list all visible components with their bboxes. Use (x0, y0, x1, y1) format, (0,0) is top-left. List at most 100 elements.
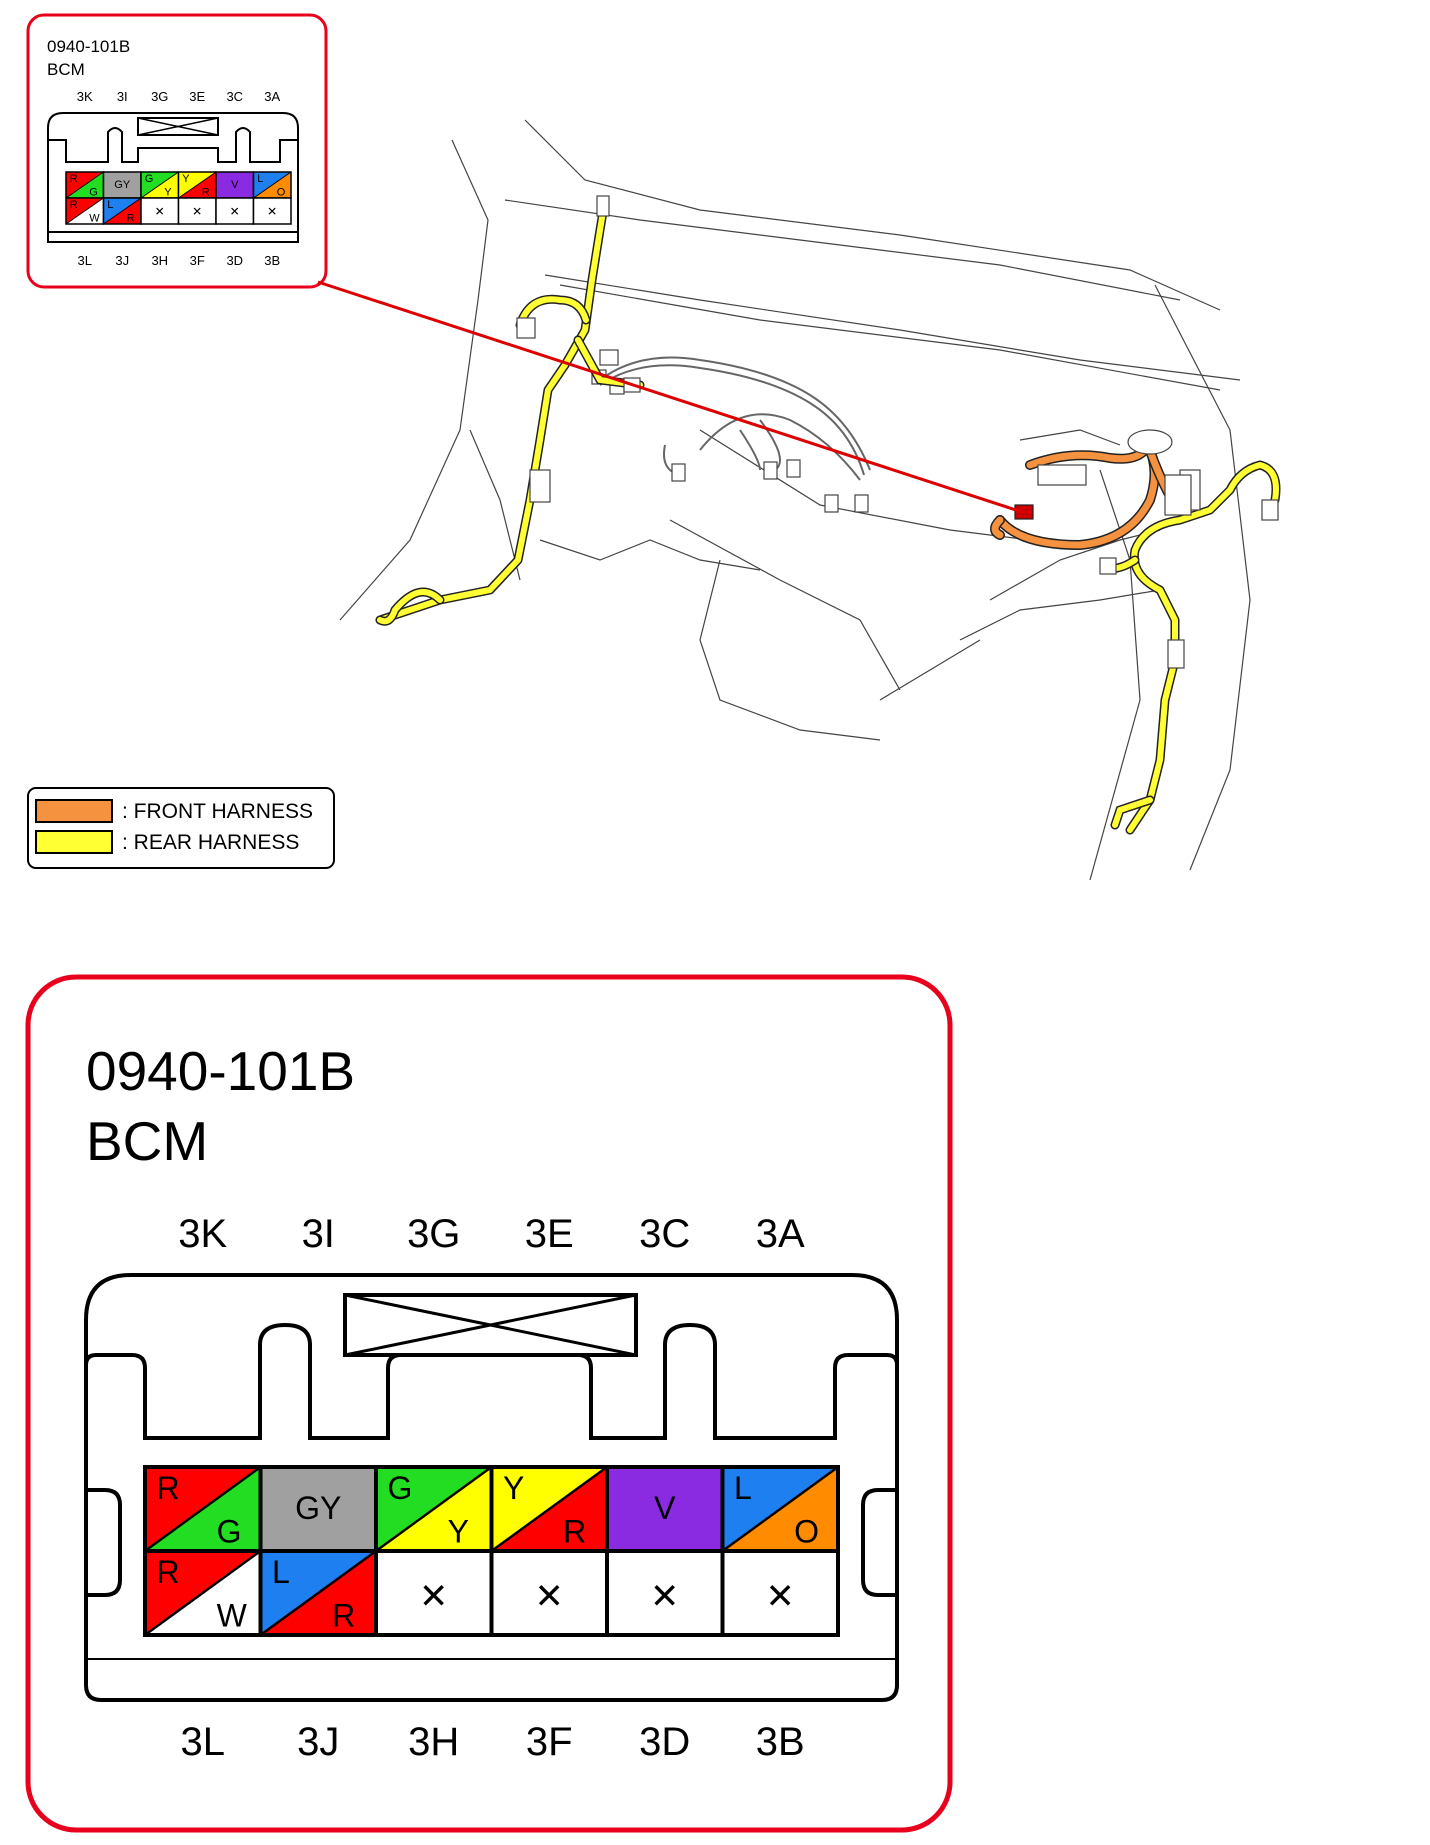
large-part-number: 0940-101B (86, 1040, 355, 1102)
pin-number-label: 3C (226, 89, 243, 104)
large-connector-name: BCM (86, 1110, 208, 1172)
wire-color-label: Y (448, 1514, 469, 1550)
pin-cell: LO (252, 171, 292, 199)
wire-color-label: G (145, 173, 154, 185)
pin-cell: LR (102, 197, 142, 225)
harness-legend: : FRONT HARNESS : REAR HARNESS (27, 787, 335, 869)
locator-line (317, 280, 1023, 514)
empty-pin-mark: ✕ (267, 205, 277, 219)
pin-number-label: 3F (526, 1720, 573, 1764)
pin-cell: GY (258, 1465, 378, 1553)
wire-color-label: Y (182, 173, 190, 185)
empty-pin-mark: ✕ (192, 205, 202, 219)
small-top-pin-labels: 3K 3I 3G 3E 3C 3A (77, 89, 281, 104)
pin-cell: RW (143, 1549, 263, 1637)
front-harness-swatch (35, 799, 113, 823)
small-connector-name: BCM (47, 60, 85, 79)
empty-pin-mark: ✕ (650, 1577, 679, 1616)
pin-number-label: 3I (117, 89, 128, 104)
pin-number-label: 3H (408, 1720, 459, 1764)
left-rear-harness (375, 195, 645, 626)
wire-color-label: R (70, 173, 78, 185)
pin-cell: YR (489, 1465, 609, 1553)
pin-number-label: 3A (756, 1212, 805, 1256)
pin-cell: YR (177, 171, 217, 199)
wire-color-label: R (332, 1598, 355, 1634)
pin-number-label: 3A (264, 89, 280, 104)
wire-color-label: O (794, 1514, 819, 1550)
wire-color-label: O (277, 186, 286, 198)
pin-cell: LO (720, 1465, 840, 1553)
pin-cell: ✕ (605, 1549, 725, 1637)
pin-number-label: 3K (178, 1212, 227, 1256)
wire-color-label: R (202, 186, 210, 198)
pin-number-label: 3G (151, 89, 168, 104)
wire-color-label: GY (114, 179, 131, 191)
pin-cell: LR (258, 1549, 378, 1637)
pin-cell: RG (143, 1465, 263, 1553)
empty-pin-mark: ✕ (230, 205, 240, 219)
wire-color-label: GY (295, 1490, 341, 1526)
wire-color-label: L (257, 173, 263, 185)
large-bottom-pin-labels: 3L 3J 3H 3F 3D 3B (181, 1720, 805, 1764)
pin-number-label: 3I (302, 1212, 335, 1256)
wire-color-label: R (157, 1470, 180, 1506)
pin-cell: ✕ (374, 1549, 494, 1637)
wire-color-label: L (272, 1554, 290, 1590)
pin-number-label: 3B (756, 1720, 805, 1764)
empty-pin-mark: ✕ (766, 1577, 795, 1616)
pin-number-label: 3G (407, 1212, 460, 1256)
wire-color-label: L (107, 199, 113, 211)
wire-color-label: R (127, 212, 135, 224)
pin-cell: RW (65, 197, 105, 225)
pin-cell: ✕ (177, 197, 217, 225)
pin-number-label: 3K (77, 89, 93, 104)
empty-pin-mark: ✕ (419, 1577, 448, 1616)
pin-number-label: 3D (639, 1720, 690, 1764)
wire-color-label: G (89, 186, 98, 198)
front-harness-label: : FRONT HARNESS (122, 800, 313, 823)
pin-cell: ✕ (140, 197, 180, 225)
bcm-connector-location (1014, 504, 1034, 520)
wire-color-label: Y (503, 1470, 524, 1506)
pin-cell: GY (102, 171, 142, 199)
pin-cell: ✕ (252, 197, 292, 225)
wire-color-label: R (70, 199, 78, 211)
empty-pin-mark: ✕ (155, 205, 165, 219)
pin-cell: ✕ (215, 197, 255, 225)
pin-number-label: 3E (189, 89, 205, 104)
pin-cell: RG (65, 171, 105, 199)
pin-number-label: 3H (151, 253, 168, 268)
pin-cell: GY (140, 171, 180, 199)
vehicle-harness-drawing (339, 119, 1281, 881)
wire-color-label: W (217, 1598, 248, 1634)
rear-harness-swatch (35, 830, 113, 854)
wire-color-label: Y (164, 186, 172, 198)
pin-number-label: 3L (181, 1720, 226, 1764)
pin-number-label: 3L (78, 253, 92, 268)
pin-number-label: 3J (115, 253, 129, 268)
wire-color-label: G (217, 1514, 242, 1550)
wire-color-label: V (654, 1490, 676, 1526)
wire-color-label: L (734, 1470, 752, 1506)
empty-pin-mark: ✕ (535, 1577, 564, 1616)
wire-color-label: R (563, 1514, 586, 1550)
pin-number-label: 3D (226, 253, 243, 268)
wire-color-label: W (89, 212, 100, 224)
wire-color-label: R (157, 1554, 180, 1590)
pin-cell: ✕ (489, 1549, 609, 1637)
pin-cell: ✕ (720, 1549, 840, 1637)
pin-number-label: 3E (525, 1212, 574, 1256)
pin-number-label: 3F (190, 253, 205, 268)
rear-harness-label: : REAR HARNESS (122, 831, 299, 854)
pin-cell: V (215, 171, 255, 199)
pin-number-label: 3J (297, 1720, 339, 1764)
